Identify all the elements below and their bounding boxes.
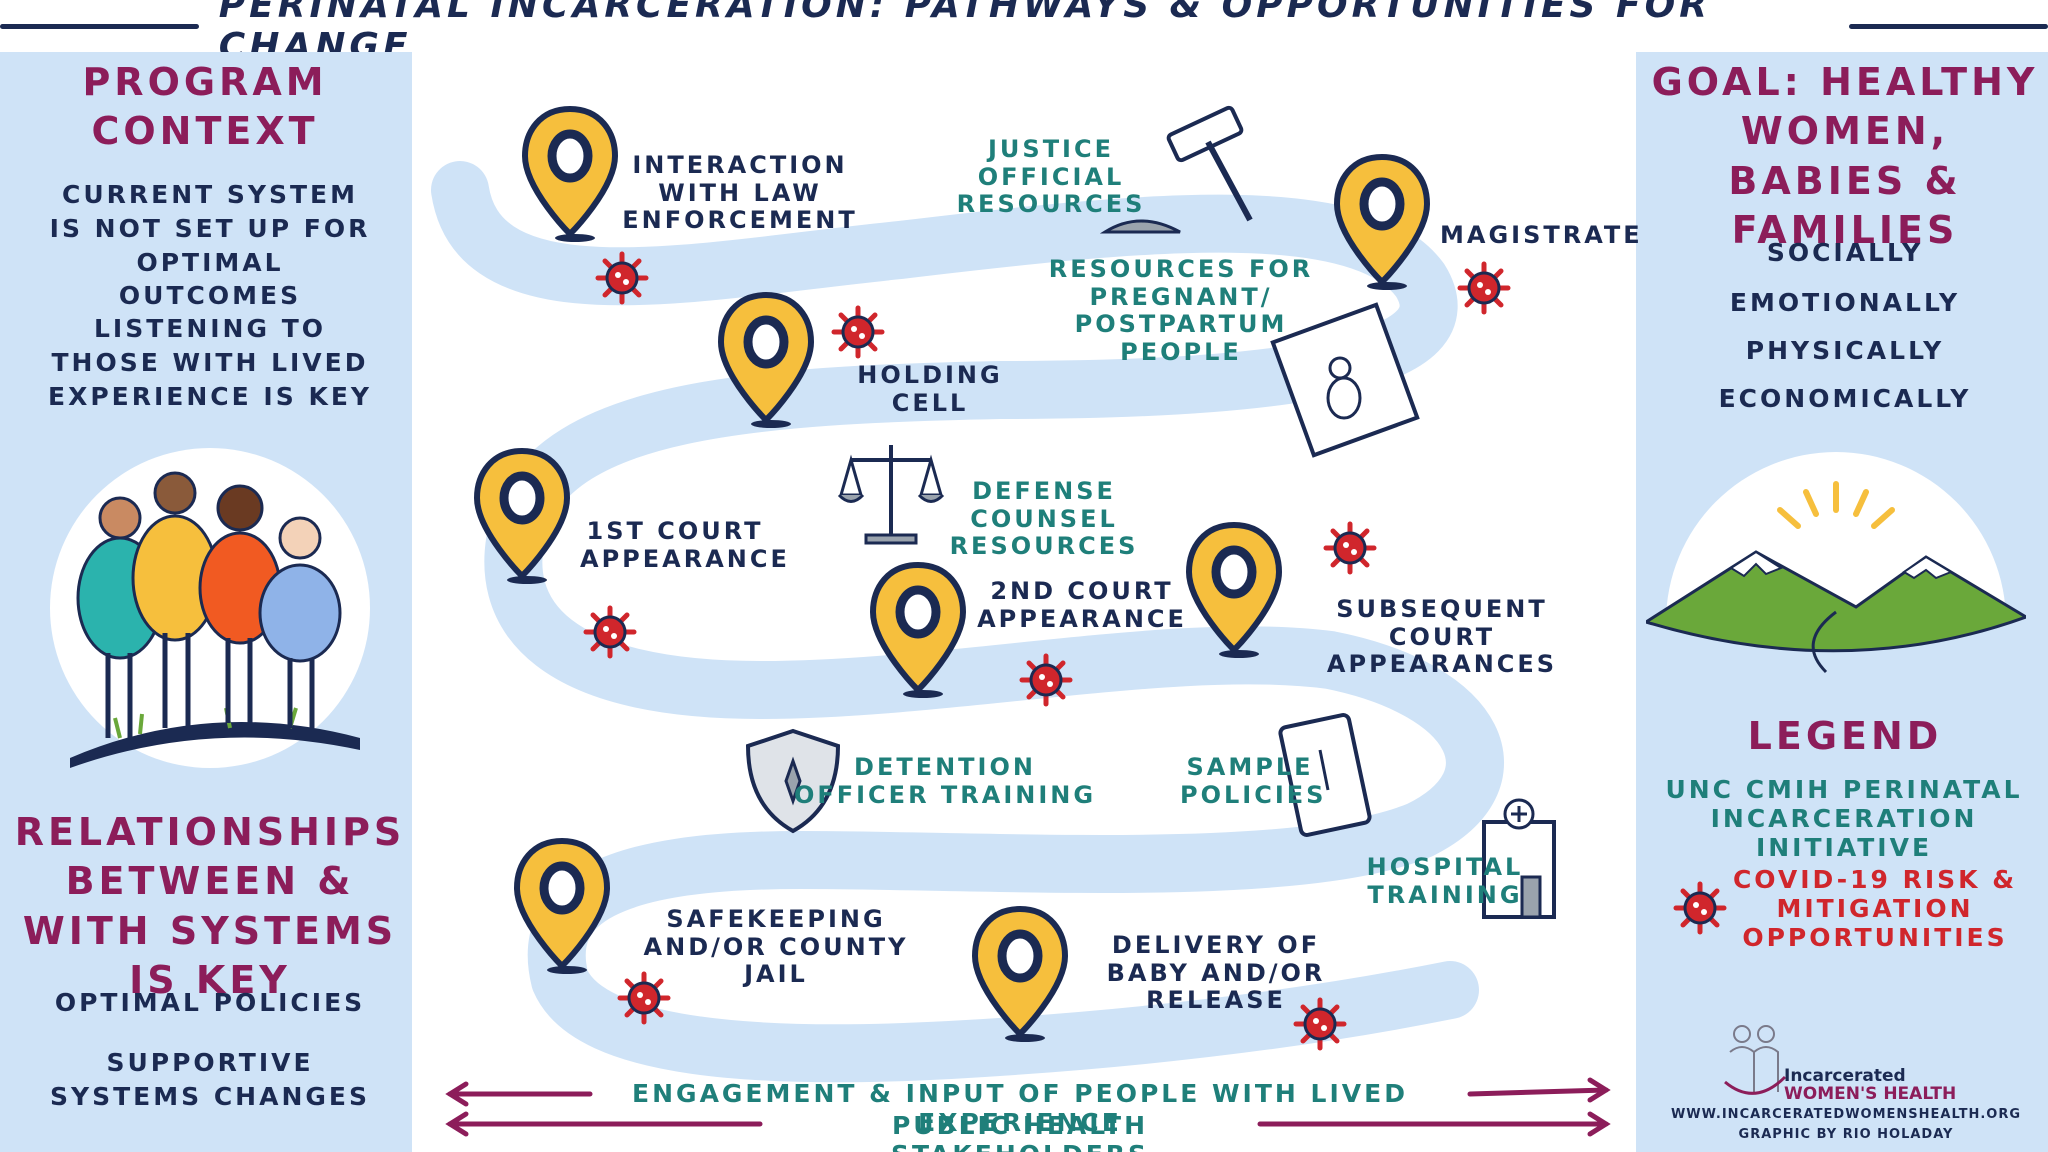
virus-icon — [1673, 881, 1727, 935]
map-pin-icon — [971, 905, 1069, 1042]
resource-detention-officer: DETENTION OFFICER TRAINING — [793, 753, 1097, 809]
step-law-enforcement: INTERACTION WITH LAW ENFORCEMENT — [622, 151, 858, 235]
relationships-heading: RELATIONSHIPS BETWEEN & WITH SYSTEMS IS … — [14, 810, 406, 1003]
legend-red-item: COVID-19 RISK & MITIGATION OPPORTUNITIES — [1732, 865, 2018, 952]
virus-icon — [583, 605, 637, 659]
title-rule-right — [1849, 23, 2048, 29]
map-pin-icon — [869, 561, 967, 698]
virus-icon — [1457, 261, 1511, 315]
document-pregnant-icon — [1270, 302, 1420, 458]
virus-icon — [1323, 521, 1377, 575]
map-pin-icon — [473, 447, 571, 584]
virus-icon — [1293, 997, 1347, 1051]
resource-justice-official: JUSTICE OFFICIAL RESOURCES — [956, 135, 1146, 219]
step-court-2: 2ND COURT APPEARANCE — [977, 577, 1187, 633]
goal-item-emotionally: EMOTIONALLY — [1729, 288, 1961, 317]
virus-icon — [595, 251, 649, 305]
context-point-3: OPTIMAL POLICIES — [54, 988, 366, 1017]
resource-defense-counsel: DEFENSE COUNSEL RESOURCES — [949, 477, 1139, 561]
logo-line-1: Incarcerated — [1784, 1066, 1906, 1086]
goal-item-economically: ECONOMICALLY — [1718, 384, 1972, 413]
bottom-line-1: ENGAGEMENT & INPUT OF PEOPLE WITH LIVED … — [632, 1079, 1408, 1137]
hospital-icon — [1482, 798, 1556, 919]
bottom-arrows — [445, 1077, 1611, 1137]
step-county-jail: SAFEKEEPING AND/OR COUNTY JAIL — [643, 905, 909, 989]
women-group-icon — [50, 448, 370, 768]
virus-icon — [1019, 653, 1073, 707]
map-pin-icon — [521, 105, 619, 242]
goal-item-physically: PHYSICALLY — [1745, 336, 1945, 365]
goal-heading: GOAL: HEALTHY WOMEN, BABIES & FAMILIES — [1651, 60, 2039, 253]
goal-item-socially: SOCIALLY — [1766, 238, 1924, 267]
logo-line-2: WOMEN'S HEALTH — [1784, 1084, 1957, 1104]
step-magistrate: MAGISTRATE — [1440, 221, 1643, 249]
map-pin-icon — [1333, 153, 1431, 290]
logo-figures-icon — [1724, 1025, 1787, 1095]
resource-hospital-training: HOSPITAL TRAINING — [1366, 853, 1524, 909]
legend-heading: LEGEND — [1747, 714, 1943, 758]
map-pin-icon — [717, 291, 815, 428]
context-point-2: LISTENING TO THOSE WITH LIVED EXPERIENCE… — [48, 314, 372, 411]
gavel-icon — [1100, 105, 1253, 234]
step-delivery-release: DELIVERY OF BABY AND/OR RELEASE — [1106, 931, 1326, 1015]
shield-icon — [745, 728, 841, 834]
context-point-4: SUPPORTIVE SYSTEMS CHANGES — [50, 1048, 370, 1111]
step-holding-cell: HOLDING CELL — [857, 361, 1003, 417]
website-url: WWW.INCARCERATEDWOMENSHEALTH.ORG — [1670, 1107, 2022, 1122]
scales-icon — [837, 445, 945, 545]
map-pin-icon — [513, 837, 611, 974]
map-pin-icon — [1185, 521, 1283, 658]
virus-icon — [831, 305, 885, 359]
program-context-heading: PROGRAM CONTEXT — [82, 60, 328, 154]
step-subsequent-court: SUBSEQUENT COURT APPEARANCES — [1326, 595, 1558, 679]
mountains-icon — [1646, 452, 2026, 674]
scroll-icon — [1278, 713, 1372, 837]
resource-pregnant-postpartum: RESOURCES FOR PREGNANT/ POSTPARTUM PEOPL… — [1048, 255, 1314, 366]
resource-sample-policies: SAMPLE POLICIES — [1180, 753, 1327, 809]
legend-teal-item: UNC CMIH PERINATAL INCARCERATION INITIAT… — [1665, 775, 2023, 862]
virus-icon — [617, 971, 671, 1025]
context-point-1: CURRENT SYSTEM IS NOT SET UP FOR OPTIMAL… — [49, 180, 371, 311]
step-court-1: 1ST COURT APPEARANCE — [580, 517, 790, 573]
title-rule-left — [0, 23, 199, 29]
bottom-line-2: PUBLIC HEALTH STAKEHOLDERS — [891, 1111, 1149, 1152]
graphic-credit: GRAPHIC BY RIO HOLADAY — [1738, 1127, 1954, 1142]
